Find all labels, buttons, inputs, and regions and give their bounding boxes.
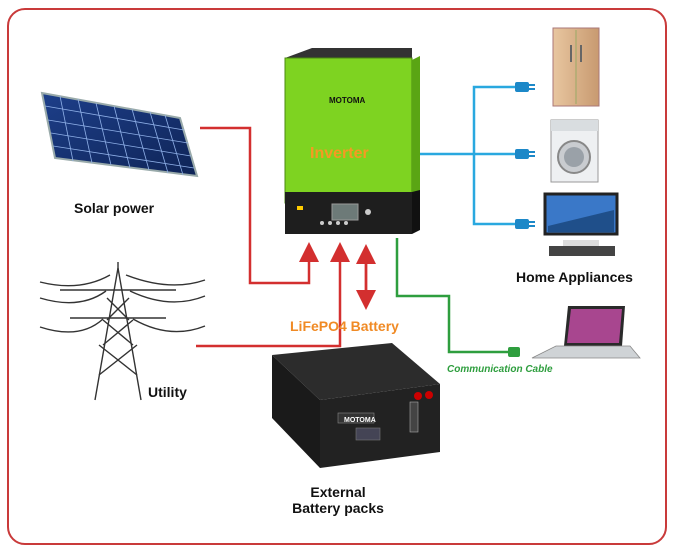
battery-brand: MOTOMA	[344, 417, 376, 424]
home-appliances-label: Home Appliances	[516, 269, 633, 285]
solar-panel-icon	[40, 91, 199, 178]
diagram-frame	[7, 8, 667, 545]
battery-pack-icon	[272, 343, 440, 468]
laptop-icon	[531, 306, 641, 359]
inverter-icon	[284, 48, 420, 234]
tv-icon	[543, 192, 619, 256]
inverter-label: Inverter	[310, 145, 369, 162]
comm-cable-label: Communication Cable	[447, 364, 553, 375]
refrigerator-icon	[552, 27, 600, 107]
battery-caption: External Battery packs	[283, 484, 393, 516]
plug-icon	[515, 82, 535, 229]
load-lines	[420, 85, 515, 226]
power-tower-icon	[39, 262, 206, 401]
battery-caption-line1: External	[310, 484, 366, 500]
battery-title: LiFePO4 Battery	[290, 318, 399, 334]
battery-caption-line2: Battery packs	[292, 500, 384, 516]
ac-lines	[196, 126, 376, 348]
washing-machine-icon	[550, 119, 599, 183]
inverter-brand: MOTOMA	[329, 96, 366, 105]
comm-line	[395, 238, 520, 357]
utility-label: Utility	[148, 384, 187, 400]
solar-power-label: Solar power	[74, 200, 155, 216]
